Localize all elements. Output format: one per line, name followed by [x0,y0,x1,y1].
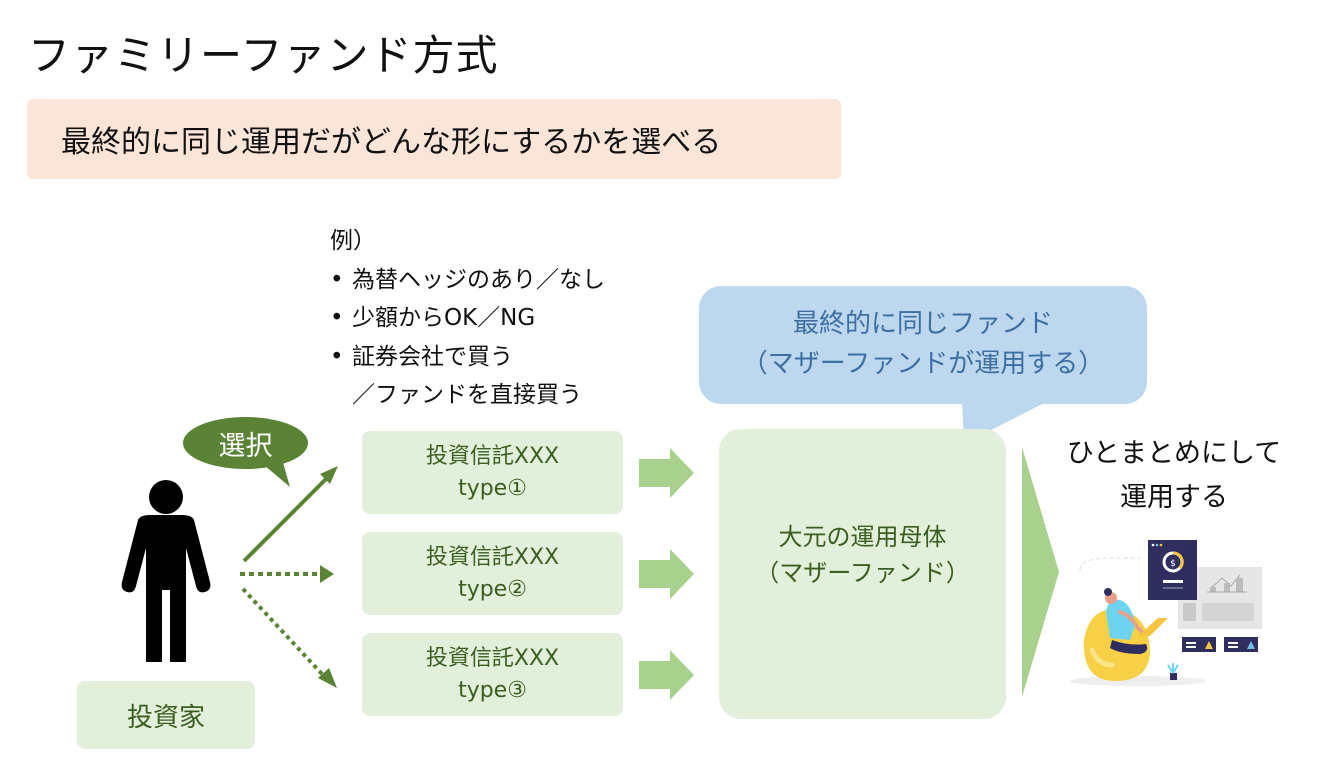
block-arrow-2 [639,549,694,599]
fund-box-type3[interactable]: 投資信託XXX type③ [362,633,623,716]
list-item-continuation: ／ファンドを直接買う [330,376,605,415]
person-icon [121,480,211,662]
block-arrow-1 [639,448,694,498]
bullet-icon: • [330,305,344,331]
callout-line-2: （マザーファンドが運用する） [741,349,1105,379]
investor-dashboard-illustration: $ [1070,540,1262,686]
subtitle-text: 最終的に同じ運用だがどんな形にするかを選べる [61,125,722,160]
mother-fund-line-1: 大元の運用母体 [778,523,947,551]
investor-box: 投資家 [77,681,255,749]
fund-name: 投資信託XXX [425,444,560,469]
mother-fund-line-2: （マザーファンド） [755,559,970,587]
fund-type: type② [458,577,527,602]
fund-type: type① [458,476,527,501]
list-item: • 為替ヘッジのあり／なし [330,261,605,300]
result-line-2: 運用する [1120,482,1228,513]
select-speech-bubble: 選択 [183,417,308,469]
bullet-icon: • [330,343,344,370]
investor-label: 投資家 [126,702,205,733]
list-item-text: 証券会社で買う [352,343,513,370]
svg-text:$: $ [1170,559,1176,569]
list-item-text: 少額からOK／NG [352,305,536,331]
big-chevron-arrow [1022,447,1059,697]
examples-heading: 例） [330,228,376,254]
list-item: • 少額からOK／NG [330,299,605,338]
list-item-text: 為替ヘッジのあり／なし [352,266,605,293]
examples-list: 例） • 為替ヘッジのあり／なし • 少額からOK／NG • 証券会社で買う ／ファン… [330,222,605,415]
fund-box-type2[interactable]: 投資信託XXX type② [362,532,623,615]
subtitle-banner: 最終的に同じ運用だがどんな形にするかを選べる [27,99,841,179]
arrow-solid-type1 [242,466,338,563]
fund-box-type1[interactable]: 投資信託XXX type① [362,431,623,514]
select-speech-text: 選択 [218,430,273,462]
list-item-text: ／ファンドを直接買う [352,382,582,408]
callout-line-1: 最終的に同じファンド [792,309,1053,339]
result-caption: ひとまとめにして 運用する [1040,432,1308,520]
block-arrow-3 [639,650,694,700]
mother-fund-box: 大元の運用母体 （マザーファンド） [719,429,1006,719]
fund-name: 投資信託XXX [425,646,560,671]
arrow-dotted-type2 [240,565,334,583]
fund-name: 投資信託XXX [425,545,560,570]
result-line-1: ひとまとめにして [1066,438,1282,469]
page-title: ファミリーファンド方式 [28,31,499,80]
arrow-dotted-type3 [241,587,337,688]
list-item: • 証券会社で買う [330,338,605,377]
fund-type: type③ [458,678,527,703]
bullet-icon: • [330,266,344,293]
callout-same-fund: 最終的に同じファンド （マザーファンドが運用する） [699,286,1147,404]
